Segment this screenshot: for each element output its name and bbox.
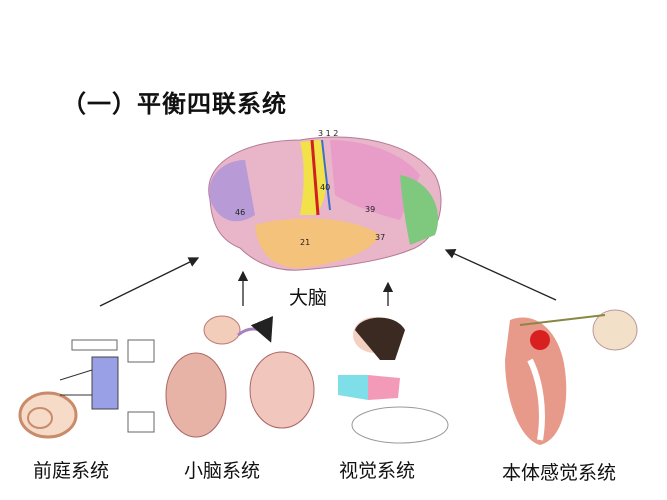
svg-text:3 1 2: 3 1 2: [318, 129, 338, 138]
svg-text:40: 40: [320, 183, 330, 192]
svg-text:21: 21: [300, 238, 310, 247]
vestibular-system-label: 前庭系统: [33, 460, 110, 482]
svg-text:39: 39: [365, 205, 375, 214]
proprioceptive-system-label: 本体感觉系统: [502, 462, 617, 484]
cerebellum-illustration: [165, 315, 315, 438]
vestibular-illustration: [18, 339, 155, 439]
visual-system-label: 视觉系统: [339, 460, 416, 482]
arrow-vestibular: [99, 257, 200, 307]
arrow-proprioceptive: [444, 249, 557, 301]
slide-title: （一）平衡四联系统: [62, 90, 287, 118]
svg-text:37: 37: [375, 233, 385, 242]
visual-illustration: [338, 317, 449, 444]
proprioceptive-illustration: [505, 309, 638, 445]
cerebrum-label: 大脑: [289, 287, 328, 309]
svg-text:46: 46: [235, 208, 245, 217]
cerebellar-system-label: 小脑系统: [184, 460, 261, 482]
brain-illustration: 3 1 2 40 46 39 21 37: [208, 129, 442, 271]
